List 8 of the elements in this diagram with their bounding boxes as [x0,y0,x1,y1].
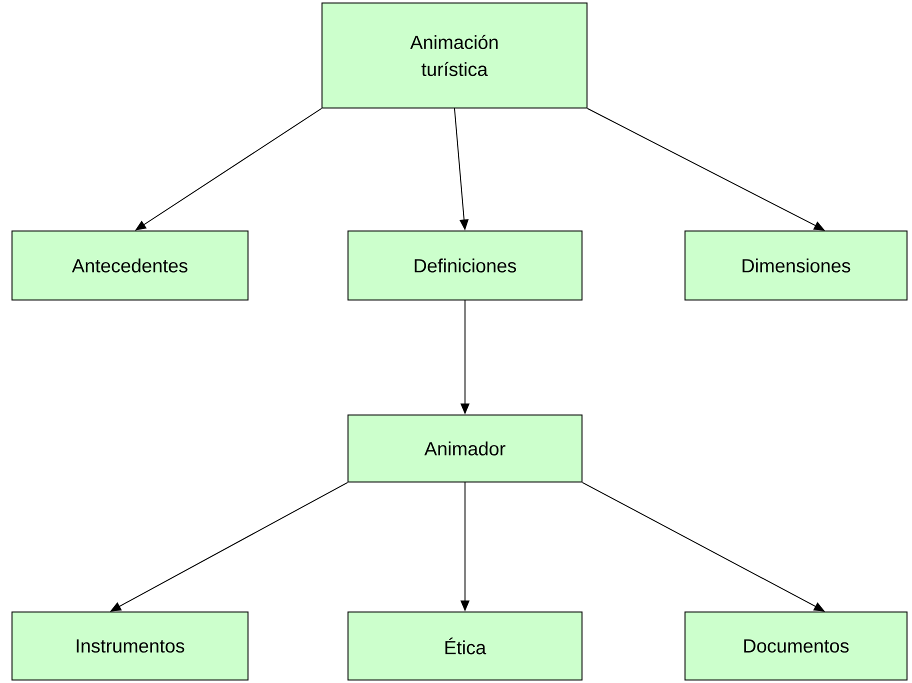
box: Documentos [684,612,908,680]
box: Definiciones [348,230,582,300]
box: Animación turística [322,2,588,108]
box: Dimensiones [684,230,908,300]
box: Instrumentos [12,612,248,680]
box: Animador [348,414,582,482]
box: Antecedentes [12,230,248,300]
box: Ética [348,612,582,680]
